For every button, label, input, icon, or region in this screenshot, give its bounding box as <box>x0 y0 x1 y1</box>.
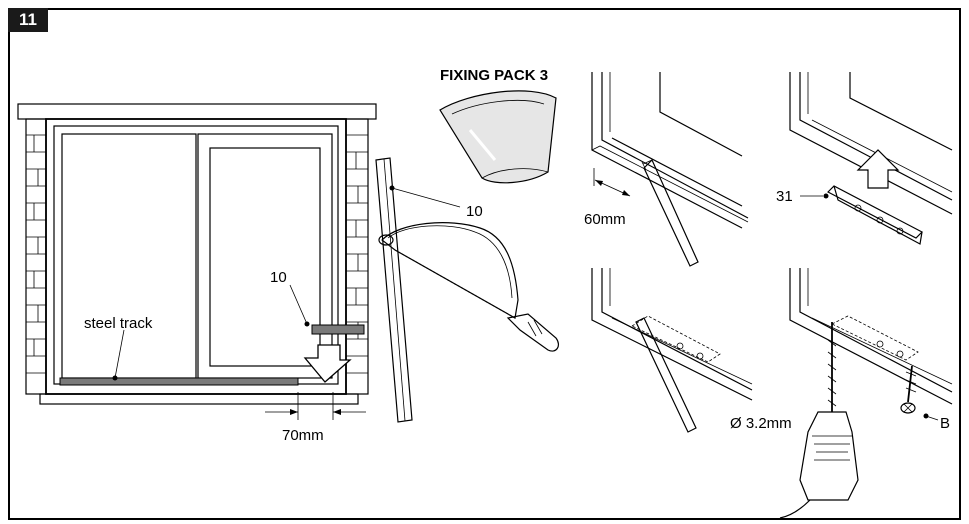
panel-mark-distance <box>591 72 749 267</box>
panel-insert-part <box>789 72 953 245</box>
window-illustration <box>17 103 377 420</box>
mark-distance-label: 60mm <box>584 211 626 228</box>
part-10-track-label: 10 <box>270 269 287 286</box>
drill-size-label: Ø 3.2mm <box>730 415 792 432</box>
fixing-pack-bag <box>439 90 557 184</box>
steel-track <box>59 377 299 386</box>
instruction-panel <box>8 8 961 520</box>
cut-track-piece <box>311 324 365 335</box>
part-31-label: 31 <box>776 188 793 205</box>
step-number-badge: 11 <box>8 8 48 32</box>
hacksaw-illustration <box>375 157 560 423</box>
steel-track-label: steel track <box>84 315 153 332</box>
brick-wall-right <box>345 118 369 395</box>
panel-drill-screw <box>779 268 953 519</box>
part-10-saw-label: 10 <box>466 203 483 220</box>
cut-length-label: 70mm <box>282 427 324 444</box>
up-arrow-icon <box>856 149 900 189</box>
brick-wall-left <box>25 118 47 395</box>
down-arrow-icon <box>303 344 352 383</box>
panel-mark-holes <box>591 268 753 433</box>
fixing-pack-label: FIXING PACK 3 <box>440 67 548 84</box>
screw-b-label: B <box>940 415 950 432</box>
